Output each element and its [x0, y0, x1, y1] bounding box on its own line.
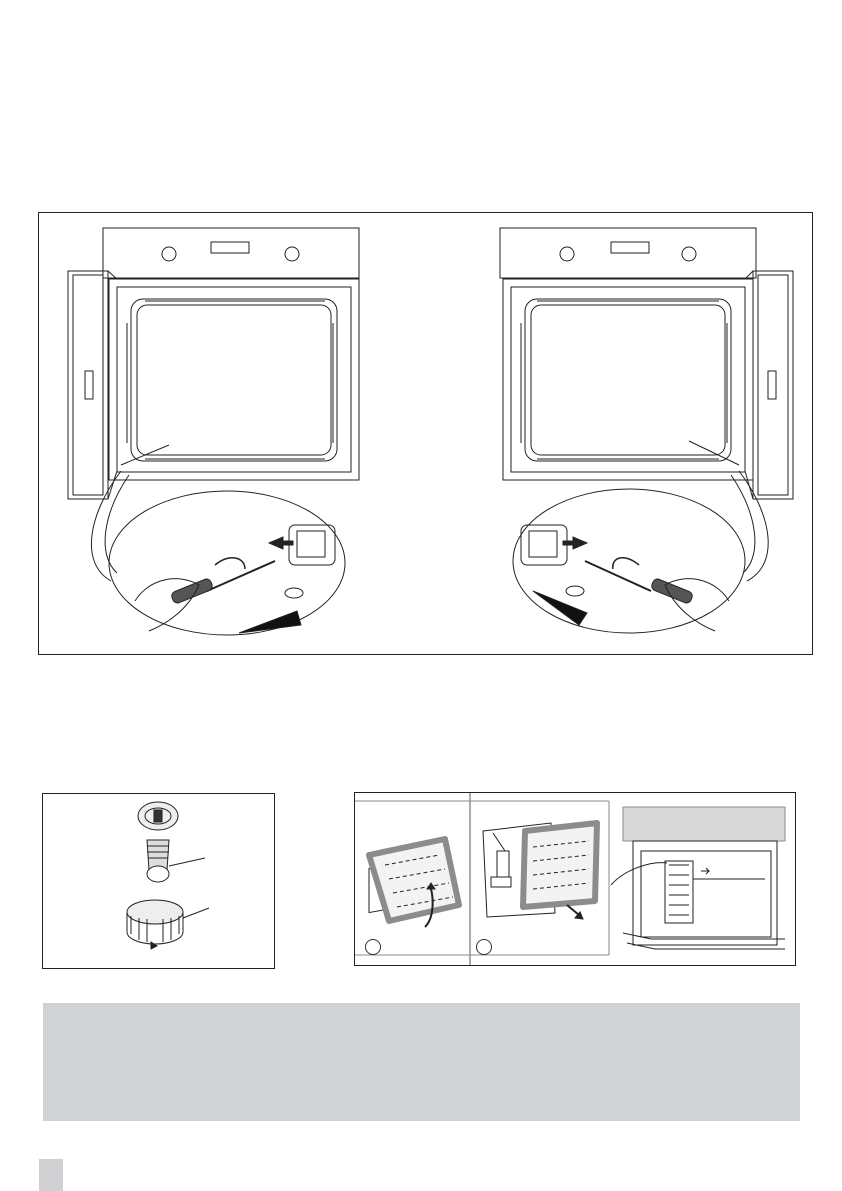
filter-step-1 — [369, 839, 459, 927]
filter-step-2 — [483, 823, 597, 919]
left-oven-illustration — [68, 228, 359, 635]
lamp-cover-glass — [138, 802, 178, 830]
lamp-replacement-figure — [42, 793, 275, 969]
filter-removal-figure — [354, 792, 796, 966]
note-box — [43, 1003, 800, 1121]
page-number-tab — [39, 1159, 63, 1191]
door-removal-figure — [38, 212, 813, 655]
bulb — [147, 840, 205, 882]
lamp-holder — [127, 900, 209, 949]
right-oven-illustration — [500, 228, 793, 633]
oven-interior-illustration — [611, 807, 785, 949]
step-2-marker — [476, 939, 492, 955]
step-1-marker — [365, 939, 381, 955]
